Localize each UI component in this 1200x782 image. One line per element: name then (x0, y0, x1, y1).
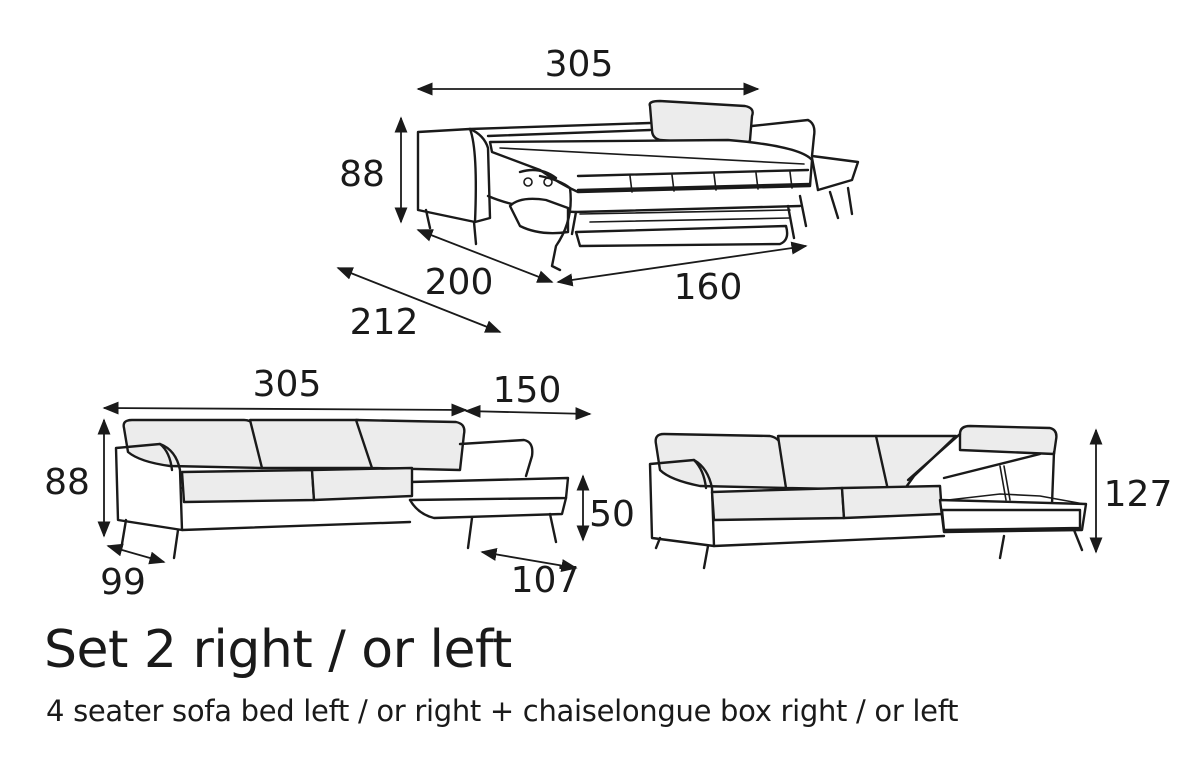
sofa-bed-depth-label: 200 (425, 262, 494, 303)
sofa-bed-open-depth-label: 212 (350, 302, 419, 343)
corner-sofa-seat-height-label: 50 (589, 494, 635, 535)
sofa-bed-width-label: 305 (545, 44, 614, 85)
storage-chaise-illustration (648, 424, 1088, 570)
sofa-bed-height-label: 88 (339, 154, 385, 195)
corner-sofa-height-label: 88 (44, 462, 90, 503)
corner-sofa-width-label: 305 (253, 364, 322, 405)
corner-sofa-depth-label: 99 (100, 562, 146, 603)
corner-sofa-illustration (114, 418, 570, 560)
corner-sofa-chaise-width-label: 150 (493, 370, 562, 411)
sofa-bed-illustration (416, 99, 860, 272)
chaise-depth-dimension-line (480, 548, 578, 572)
open-depth-dimension-line (336, 267, 502, 333)
storage-chaise-dimensions: 127 (1089, 428, 1173, 554)
sofa-bed-dimensions: 305 88 200 212 160 (336, 44, 808, 343)
sofa-width-dimension-line (102, 401, 468, 417)
corner-sofa-chaise-depth-label: 107 (511, 560, 580, 601)
product-title: Set 2 right / or left (44, 620, 512, 680)
chaise-width-dimension-line (464, 404, 592, 421)
product-subtitle: 4 seater sofa bed left / or right + chai… (46, 694, 959, 728)
corner-sofa-dimensions: 305 150 88 50 99 107 (44, 364, 635, 603)
storage-lid-height-label: 127 (1104, 474, 1173, 515)
bed-width-dimension-line (556, 241, 808, 287)
depth-dimension-line (416, 229, 554, 283)
corner-depth-dimension-line (106, 543, 166, 565)
sofa-bed-bed-width-label: 160 (674, 267, 743, 308)
